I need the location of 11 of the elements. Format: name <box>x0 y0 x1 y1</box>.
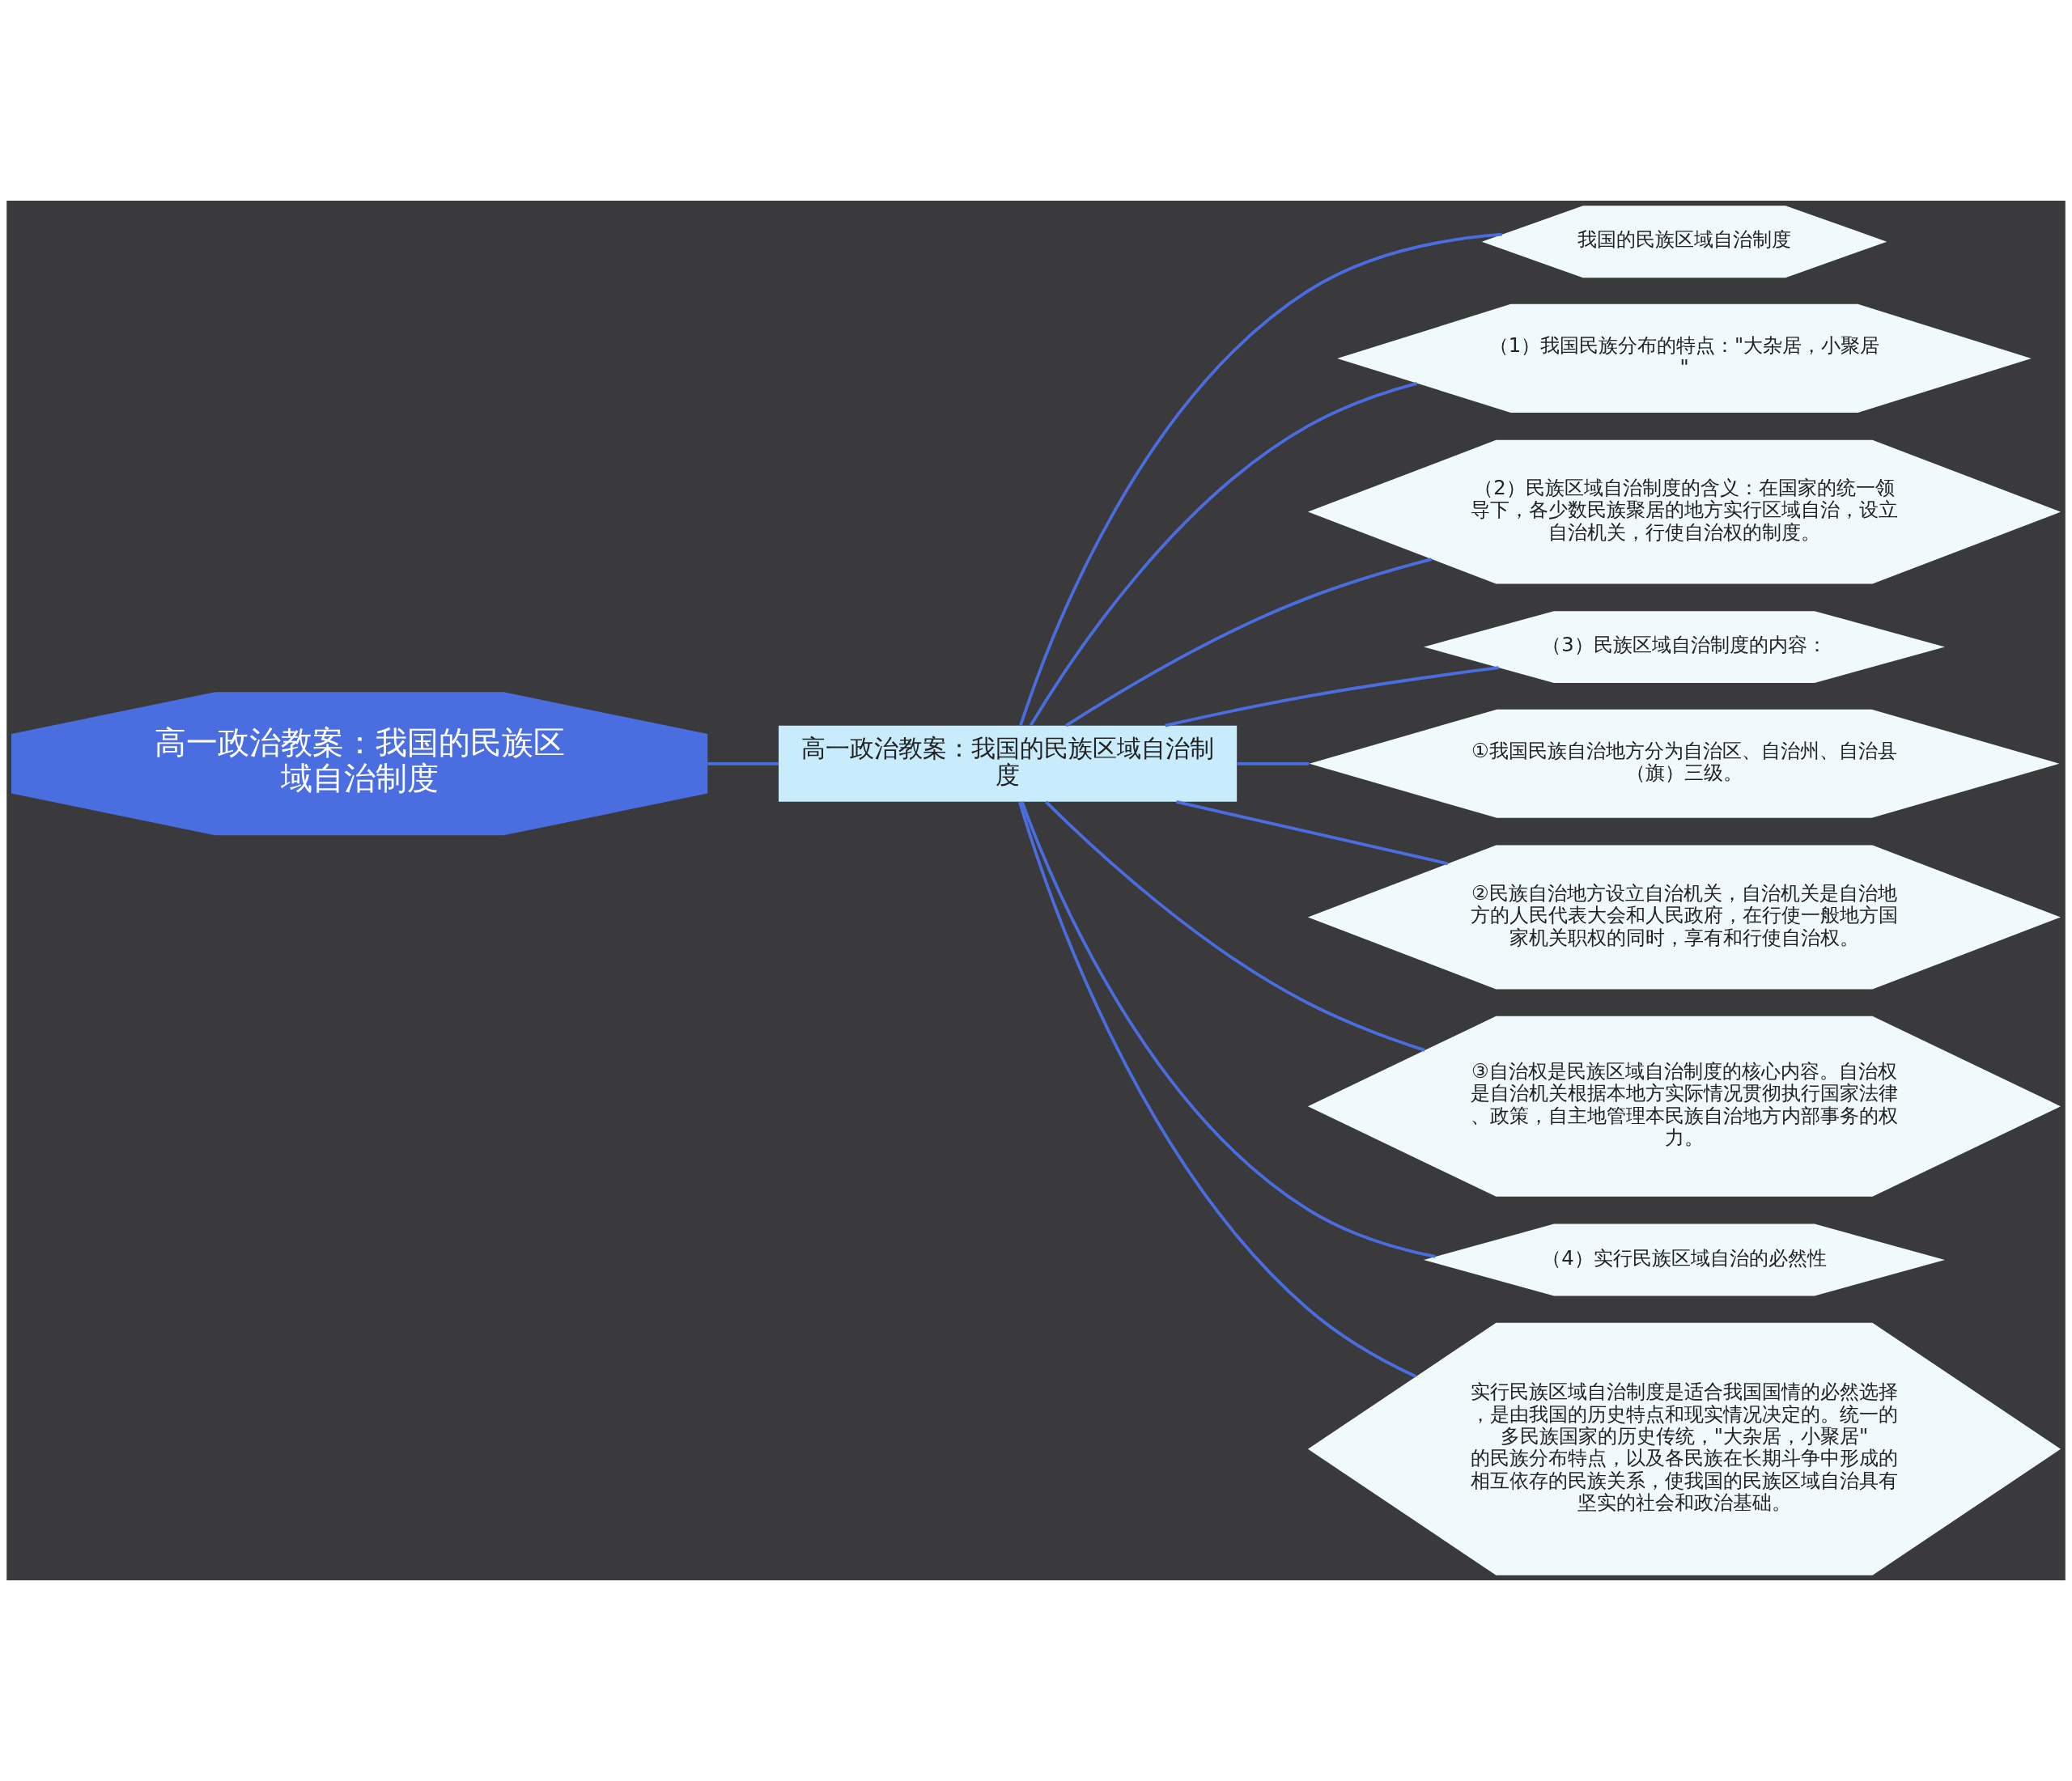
connector <box>1029 382 1417 727</box>
connector <box>1065 558 1433 727</box>
node-box: 高一政治教案：我国的民族区域自治制度 <box>779 725 1238 802</box>
connector <box>707 761 779 765</box>
connector <box>1176 800 1449 866</box>
connector <box>1018 801 1416 1378</box>
connector <box>1021 801 1436 1258</box>
connector <box>1165 666 1499 727</box>
connector <box>1019 232 1502 727</box>
connector <box>1237 761 1310 765</box>
connector <box>1045 800 1425 1052</box>
